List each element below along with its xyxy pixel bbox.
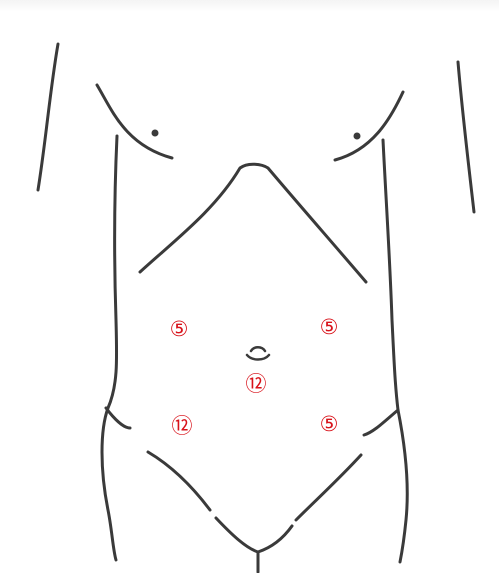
right-chest-line (335, 92, 403, 160)
rib-cage-line (140, 164, 366, 282)
right-nipple (354, 133, 361, 140)
left-chest-line (97, 85, 172, 158)
marker-center: ⑫ (246, 373, 267, 395)
right-hip-line (364, 410, 398, 435)
marker-lower-left: ⑫ (172, 415, 193, 437)
navel-top (251, 347, 265, 351)
right-groin-line (296, 455, 361, 520)
marker-upper-right: ⑤ (320, 316, 339, 338)
left-flank-line (102, 136, 117, 560)
left-nipple (152, 130, 159, 137)
left-hip-line (106, 408, 130, 428)
pubic-v-line (216, 518, 292, 552)
right-arm-line (458, 62, 474, 212)
left-arm-line (38, 44, 58, 190)
right-flank-line (383, 140, 407, 562)
marker-lower-right: ⑤ (320, 413, 339, 435)
marker-upper-left: ⑤ (170, 318, 189, 340)
navel-bottom (247, 355, 269, 360)
left-groin-line (148, 452, 210, 510)
